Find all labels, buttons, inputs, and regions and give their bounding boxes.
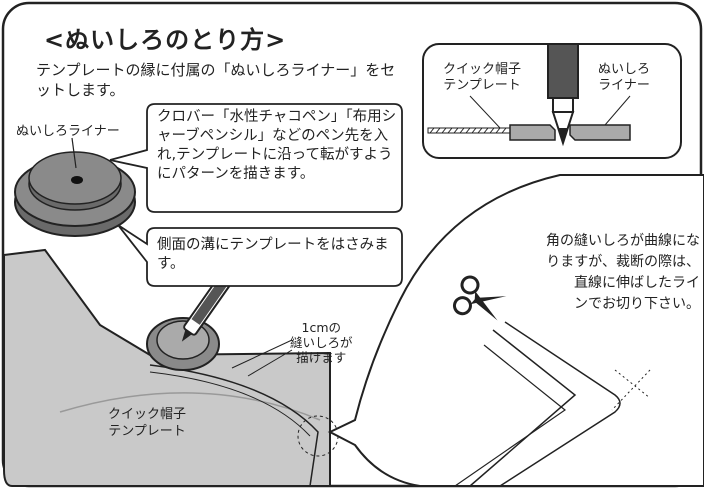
corner-note-line: 直線に伸ばしたライ [574,275,700,291]
label-line: ぬいしろ [598,62,651,77]
magnified-line-1 [469,329,577,487]
magnified-curve-line [499,321,621,487]
magnified-line-2 [454,344,567,487]
intro-text: テンプレートの縁に付属の「ぬいしろライナー」をセットします。 [36,61,396,99]
magnified-extension [611,369,651,411]
label-line: 1cmの [301,320,342,335]
label-line: 描けます [296,350,347,365]
callout-groove-box [117,224,403,287]
callout-pen-box [109,103,403,213]
label-line: ライナー [598,78,650,93]
liner-pointer [71,137,77,169]
corner-note-line: りますが、裁断の際は、 [546,254,700,270]
inset-template-label: クイック帽子 テンプレート [443,62,521,94]
seam-pointer-2 [247,349,293,377]
inset-liner-pointer [604,95,631,126]
callout-pen-text: クロバー「水性チャコペン」「布用シャーブペンシル」などのペン先を入れ,テンプレー… [157,109,397,182]
corner-note: 角の縫いしろが曲線にな りますが、裁断の際は、 直線に伸ばしたライ ンでお切り下… [500,231,700,315]
seam-line-outer [149,371,311,437]
inset-template-pointer [469,95,501,129]
label-line: 縫いしろが [290,335,353,350]
label-line: テンプレート [108,424,186,439]
callout-groove-text: 側面の溝にテンプレートをはさみます。 [157,237,389,272]
inset-liner-shape [509,124,631,141]
template-label: クイック帽子 テンプレート [108,406,186,440]
seam-pointer-1 [231,339,293,369]
inset-pen-icon [547,43,579,147]
page-title: <ぬいしろのとり方> [44,26,287,54]
inset-liner-label: ぬいしろ ライナー [598,62,650,94]
label-line: クイック帽子 [108,407,187,422]
liner-label: ぬいしろライナー [16,124,120,139]
seam-liner-disc-icon [14,151,136,237]
seam-allowance-label: 1cmの 縫いしろが 描けます [290,320,353,365]
inset-hatch [429,127,507,134]
label-line: テンプレート [443,78,521,93]
label-line: クイック帽子 [443,62,522,77]
corner-note-line: ンでお切り下さい。 [574,296,700,312]
corner-note-line: 角の縫いしろが曲線にな [546,233,700,249]
